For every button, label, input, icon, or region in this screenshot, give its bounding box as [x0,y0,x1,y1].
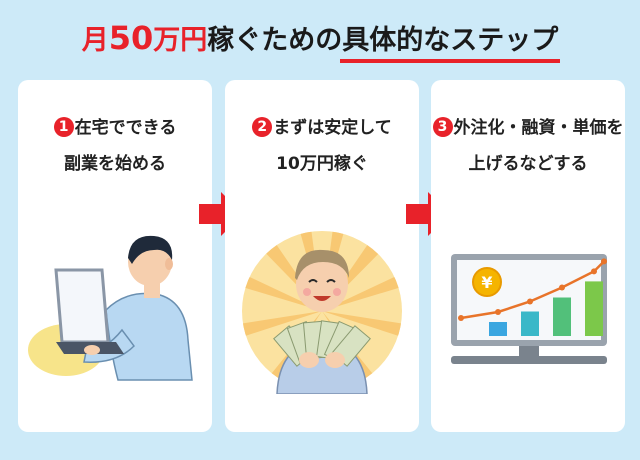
step-1-badge: 1 [53,117,74,137]
growth-bar [521,311,539,336]
growth-point [458,315,464,321]
step-1-line2: 副業を始める [64,154,166,174]
growth-bars [489,281,603,336]
growth-point [591,268,597,275]
title-underlined: 具体的なステップ [340,18,561,63]
title-amount: 50 [108,19,154,57]
person-laptop-illustration [28,235,193,381]
step-2-line2: 10万円稼ぐ [276,154,368,174]
growth-point [495,309,501,315]
monitor-growth-illustration: ¥ [451,254,607,364]
step-2-line1: まずは安定して [273,118,392,138]
growth-bar [489,322,507,336]
step-3-badge: 3 [432,117,453,137]
person-money-illustration [242,231,402,394]
growth-bar [553,297,571,336]
growth-bar [585,281,603,336]
title-unit: 万円 [153,25,208,56]
growth-point [559,284,565,291]
title-month: 月 [81,25,109,56]
yen-symbol: ¥ [481,273,492,292]
page-title: 月50万円稼ぐための具体的なステップ [0,18,640,63]
step-1-line1: 在宅でできる [74,118,177,138]
title-middle: 稼ぐための [207,25,343,56]
yen-coin-icon: ¥ [472,267,502,297]
growth-point [527,298,533,305]
step-3-line1: 外注化・融資・単価を [453,118,624,138]
step-3-line2: 上げるなどする [468,154,588,174]
step-2-badge: 2 [252,117,273,137]
growth-point [601,258,607,265]
